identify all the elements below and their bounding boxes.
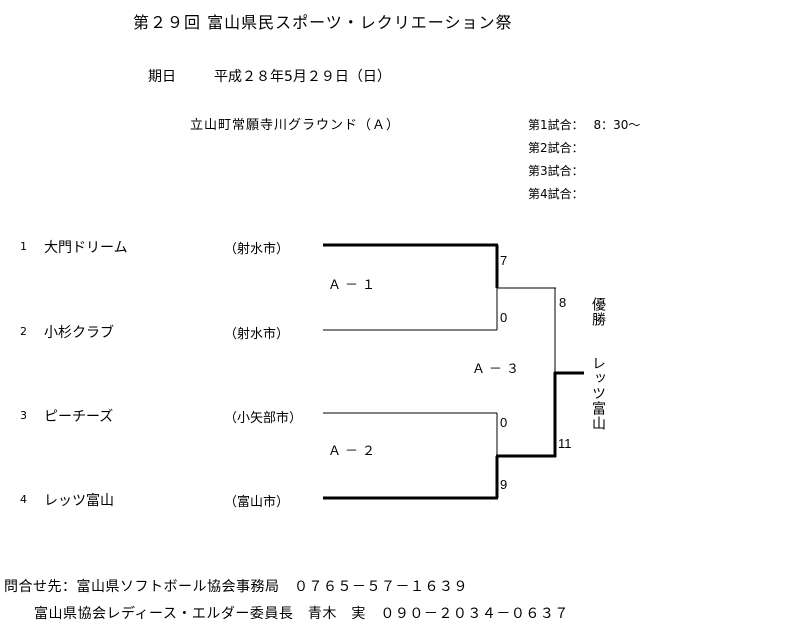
match-time-1: 第1試合： 8：30～ <box>528 116 640 133</box>
score-a1-top: 7 <box>500 253 508 268</box>
team-number: 1 <box>20 240 27 253</box>
team-name: ピーチーズ <box>44 409 114 425</box>
contact-line-1: 問合せ先：富山県ソフトボール協会事務局 ０７６５－５７－１６３９ <box>4 579 468 595</box>
champion-name: レッツ富山 <box>590 356 606 431</box>
venue: 立山町常願寺川グラウンド（Ａ） <box>190 118 401 133</box>
score-a2-bottom: 9 <box>500 477 508 492</box>
match-time-label: 第2試合： <box>528 141 584 155</box>
match-time-label: 第4試合： <box>528 187 584 201</box>
match-time-2: 第2試合： <box>528 139 584 156</box>
date-value: 平成２８年5月２９日（日） <box>214 69 391 85</box>
contact-line-2: 富山県協会レディース・エルダー委員長 青木 実 ０９０－２０３４－０６３７ <box>34 606 569 622</box>
match-time-label: 第3試合： <box>528 164 584 178</box>
team-number: 3 <box>20 409 27 422</box>
score-final-top: 8 <box>559 295 567 310</box>
team-name: レッツ富山 <box>44 493 114 509</box>
page-title: 第２９回 富山県民スポーツ・レクリエーション祭 <box>133 13 513 32</box>
team-number: 2 <box>20 325 27 338</box>
team-city: （小矢部市） <box>224 411 303 426</box>
score-final-bottom: 11 <box>558 436 572 451</box>
team-city: （射水市） <box>224 242 290 257</box>
team-city: （射水市） <box>224 327 290 342</box>
match-label-a1: Ａ－１ <box>328 278 380 293</box>
match-time-4: 第4試合： <box>528 185 584 202</box>
team-number: 4 <box>20 493 27 506</box>
team-name: 大門ドリーム <box>44 240 128 256</box>
champion-label: 優勝 <box>590 297 606 327</box>
match-time-value: 8：30～ <box>593 118 641 132</box>
match-label-a3: Ａ－３ <box>472 362 524 377</box>
team-name: 小杉クラブ <box>44 325 114 341</box>
team-city: （富山市） <box>224 495 290 510</box>
date-label: 期日 <box>148 69 176 85</box>
score-a2-top: 0 <box>500 415 508 430</box>
score-a1-bottom: 0 <box>500 310 508 325</box>
match-time-3: 第3試合： <box>528 162 584 179</box>
match-time-label: 第1試合： <box>528 118 584 132</box>
match-label-a2: Ａ－２ <box>328 444 380 459</box>
